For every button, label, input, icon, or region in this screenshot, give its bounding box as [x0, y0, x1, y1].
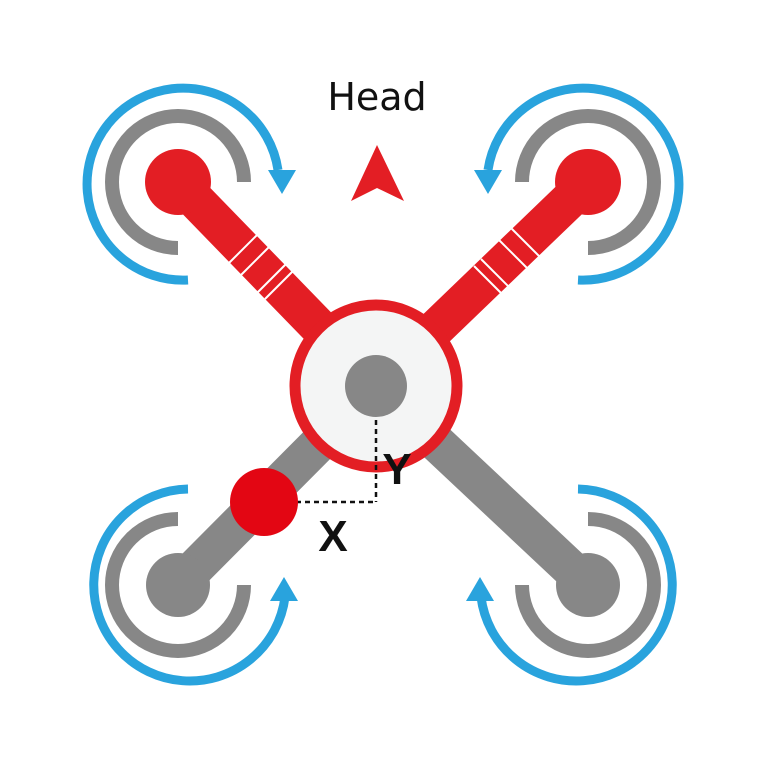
motor-front-right — [555, 149, 621, 215]
prop-ring-rear-left — [105, 512, 251, 658]
center-of-gravity — [345, 355, 407, 417]
rotation-arrow-rear-right — [466, 484, 677, 686]
curved-arrow-icon — [474, 170, 502, 194]
motor-front-left — [145, 149, 211, 215]
offset-point — [230, 468, 298, 536]
motor-rear-left — [146, 553, 210, 617]
curved-arrow-icon — [466, 577, 494, 601]
prop-ring-front-left — [105, 109, 251, 255]
arm-front-right-stripes — [473, 227, 541, 296]
y-axis-label: Y — [382, 445, 411, 494]
curved-arrow-icon — [270, 577, 298, 601]
rotation-arrow-rear-left — [89, 484, 298, 686]
curved-arrow-icon — [268, 170, 296, 194]
heading-label: Head — [327, 75, 426, 119]
rotation-arrow-front-left — [82, 83, 296, 285]
motor-rear-right — [556, 553, 620, 617]
rotation-arrow-front-right — [474, 83, 684, 285]
x-axis-label: X — [318, 512, 347, 561]
prop-ring-front-right — [515, 109, 661, 255]
prop-ring-rear-right — [515, 512, 661, 658]
triangle-up-icon — [351, 145, 404, 201]
arm-front-left-stripes — [228, 233, 295, 300]
